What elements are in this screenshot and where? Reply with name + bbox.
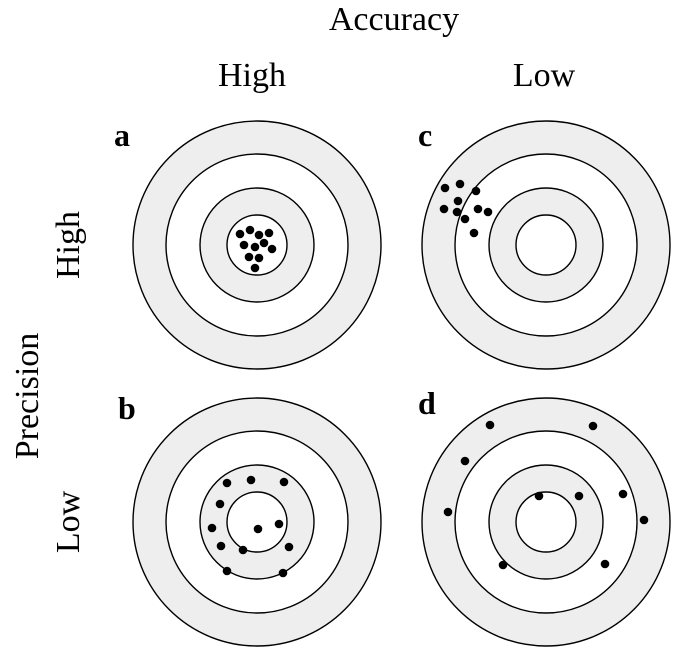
target-panels: a c b d [114, 117, 671, 647]
hit-dot [259, 238, 269, 248]
hit-dot [254, 230, 264, 240]
hit-dot [439, 204, 449, 214]
hit-dot [469, 228, 479, 238]
hit-dot [498, 560, 508, 570]
hit-dot [216, 541, 226, 551]
hit-dot [600, 559, 610, 569]
panel-letter-a: a [114, 117, 130, 153]
hit-dot [455, 179, 465, 189]
row-label-low: Low [50, 490, 87, 553]
hit-dot [264, 228, 274, 238]
hit-dot [254, 253, 264, 263]
target-ring-4 [515, 491, 577, 553]
figure-title: Accuracy [329, 1, 459, 38]
hit-dot [485, 420, 495, 430]
target-ring-4 [226, 491, 288, 553]
hit-dot [215, 499, 225, 509]
panel-letter-d: d [418, 385, 436, 421]
hit-dot [246, 475, 256, 485]
hit-dot [443, 507, 453, 517]
hit-dot [588, 421, 598, 431]
panel-letter-b: b [118, 390, 136, 426]
hit-dot [471, 186, 481, 196]
hit-dot [452, 207, 462, 217]
hit-dot [222, 478, 232, 488]
hit-dot [284, 542, 294, 552]
row-axis-label: Precision [9, 333, 46, 460]
hit-dot [253, 524, 263, 534]
panel-letter-c: c [418, 117, 432, 153]
hit-dot [534, 491, 544, 501]
target-ring-4 [515, 214, 577, 276]
hit-dot [453, 196, 463, 206]
hit-dot [235, 229, 245, 239]
target-panel-c: c [418, 117, 671, 370]
target-panel-b: b [118, 390, 382, 647]
hit-dot [239, 240, 249, 250]
hit-dot [639, 515, 649, 525]
row-label-high: High [50, 211, 87, 279]
hit-dot [222, 566, 232, 576]
hit-dot [274, 519, 284, 529]
column-label-low: Low [513, 57, 576, 94]
hit-dot [245, 225, 255, 235]
hit-dot [238, 545, 248, 555]
hit-dot [244, 252, 254, 262]
hit-dot [618, 489, 628, 499]
hit-dot [460, 214, 470, 224]
hit-dot [250, 242, 260, 252]
hit-dot [207, 523, 217, 533]
hit-dot [574, 491, 584, 501]
hit-dot [483, 207, 493, 217]
column-label-high: High [218, 57, 286, 94]
hit-dot [460, 456, 470, 466]
target-panel-a: a [114, 117, 382, 370]
hit-dot [250, 263, 260, 273]
hit-dot [473, 204, 483, 214]
target-panel-d: d [418, 385, 671, 647]
hit-dot [267, 244, 277, 254]
hit-dot [279, 477, 289, 487]
hit-dot [440, 183, 450, 193]
hit-dot [278, 568, 288, 578]
